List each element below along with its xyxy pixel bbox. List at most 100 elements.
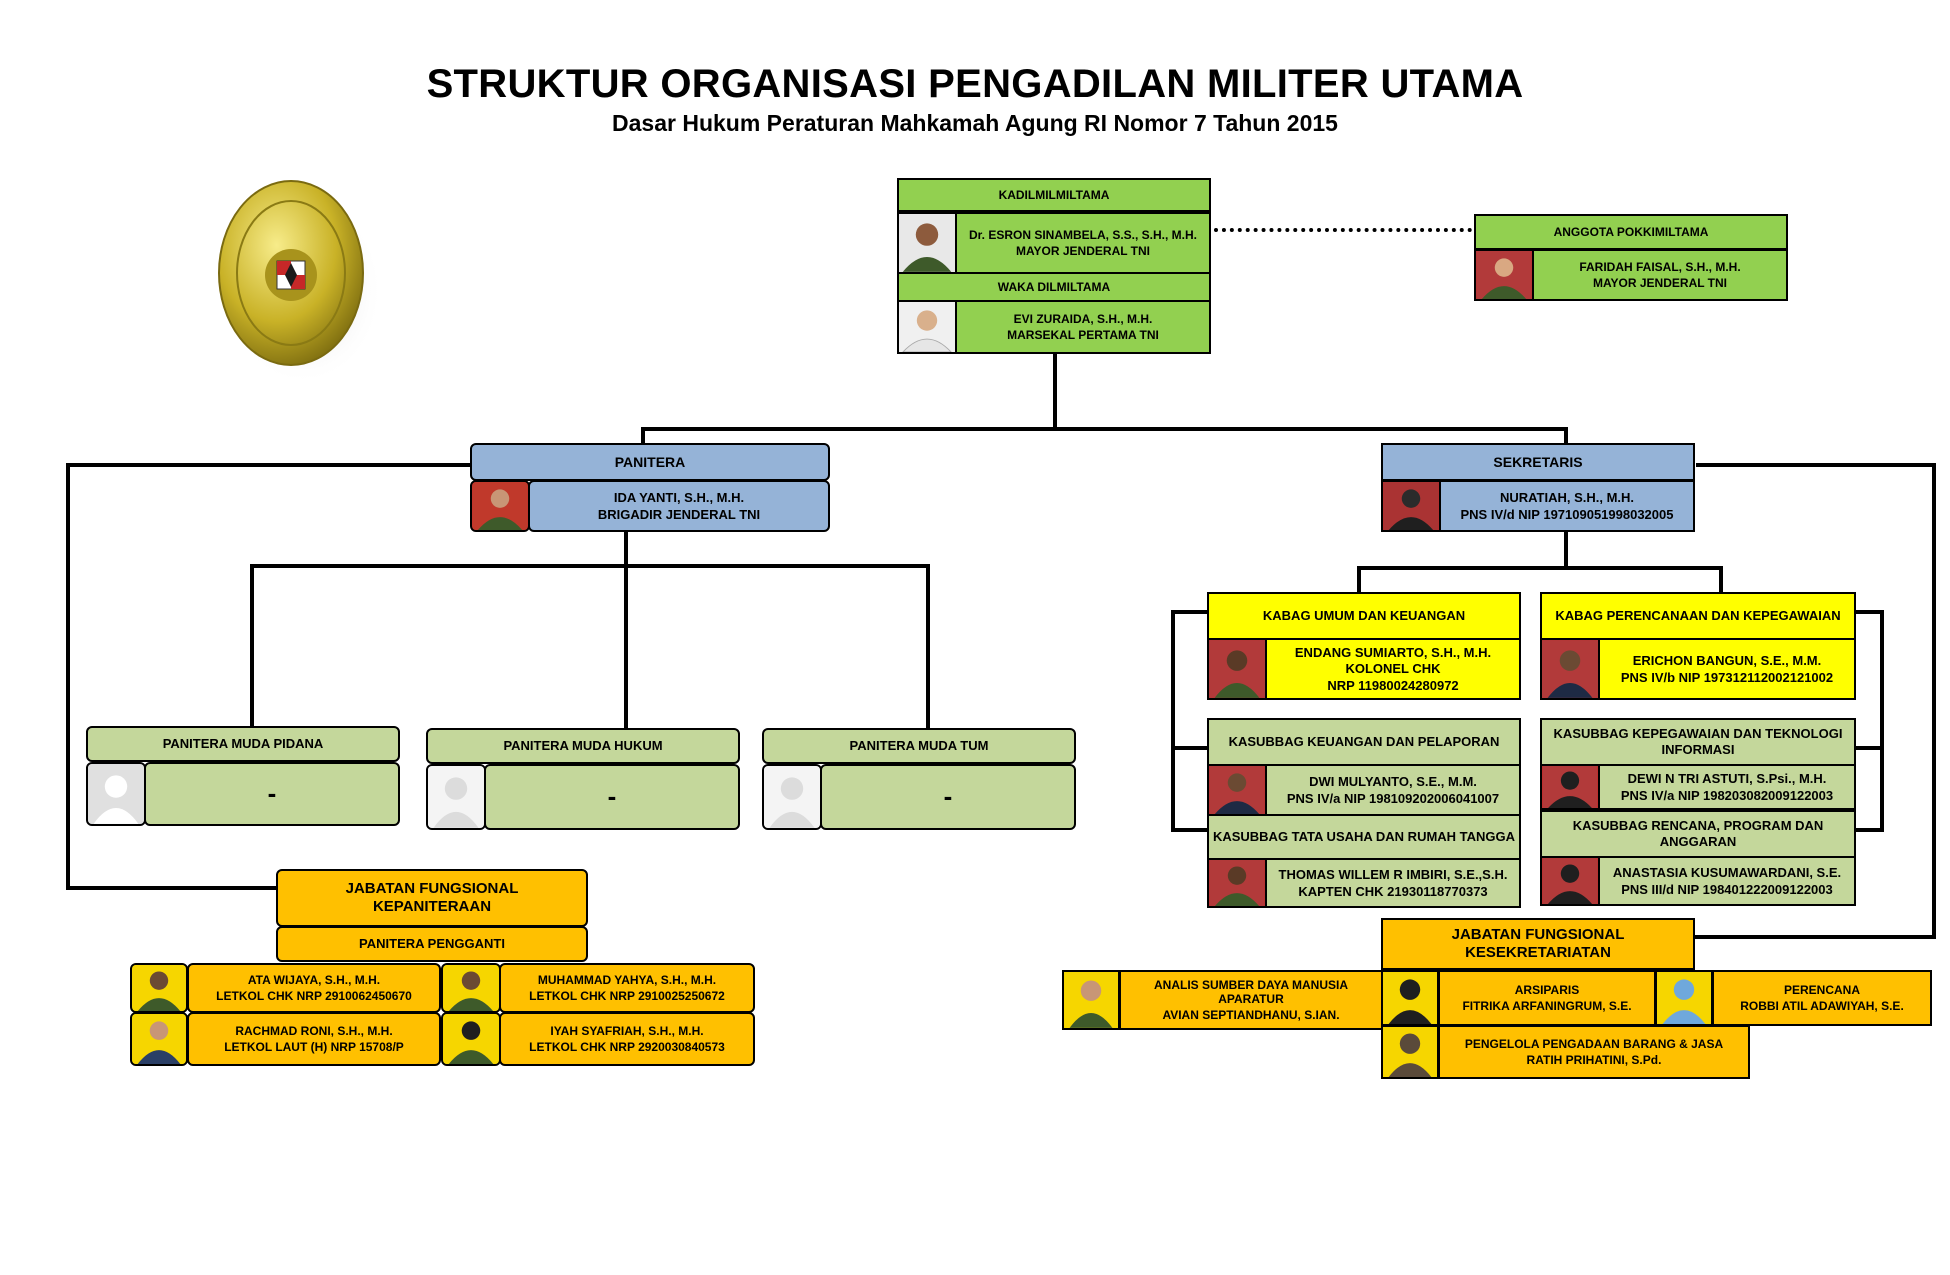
jf-member-photo [1062,970,1120,1030]
kasubbag-ren-photo [1540,856,1600,906]
panitera-name: IDA YANTI, S.H., M.H. [613,489,745,505]
jf-member-photo [441,1012,501,1066]
jf-kepaniteraan-header: JABATAN FUNGSIONAL KEPANITERAAN [276,869,588,927]
kasubbag-ren-name: ANASTASIA KUSUMAWARDANI, S.E. [1612,864,1842,880]
member-name: MUHAMMAD YAHYA, S.H., M.H. [537,973,717,988]
member-name: IYAH SYAFRIAH, S.H., M.H. [550,1024,704,1039]
connector [1171,610,1207,614]
kasubbag-tu-name: THOMAS WILLEM R IMBIRI, S.E.,S.H. [1278,866,1508,882]
connector [641,427,645,445]
kasubbag-peg-rank: PNS IV/a NIP 198203082009122003 [1620,787,1834,803]
kasubbag-keu-rank: PNS IV/a NIP 198109202006041007 [1286,790,1500,806]
panmud-tum-photo [762,764,822,830]
connector [66,463,470,467]
connector [1696,463,1936,467]
sekretaris-photo [1381,480,1441,532]
kasubbag-keu-photo [1207,764,1267,816]
connector [1854,746,1884,750]
member-name: ROBBI ATIL ADAWIYAH, S.E. [1740,998,1904,1013]
jf-kesekretariatan-header: JABATAN FUNGSIONAL KESEKRETARIATAN [1381,918,1695,970]
waka-header: WAKA DILMILTAMA [897,272,1211,302]
member-role: PENGELOLA PENGADAAN BARANG & JASA [1464,1037,1724,1052]
kasubbag-tu-rank: KAPTEN CHK 21930118770373 [1298,883,1488,899]
member-name: ATA WIJAYA, S.H., M.H. [247,973,381,988]
member-rank: LETKOL CHK NRP 2910025250672 [529,988,725,1003]
pokki-link [1214,228,1472,232]
connector [1854,610,1884,614]
connector [1357,566,1361,592]
kadil-info: Dr. ESRON SINAMBELA, S.S., S.H., M.H.MAY… [955,212,1211,274]
member-name: AVIAN SEPTIANDHANU, S.IAN. [1162,1007,1340,1022]
jf-kepaniteraan-member: IYAH SYAFRIAH, S.H., M.H.LETKOL CHK NRP … [499,1012,755,1066]
connector [66,886,276,890]
kadil-rank: MAYOR JENDERAL TNI [1015,243,1151,258]
panitera-info: IDA YANTI, S.H., M.H.BRIGADIR JENDERAL T… [528,480,830,532]
panitera-photo [470,480,530,532]
panmud-tum-header: PANITERA MUDA TUM [762,728,1076,764]
connector [1564,530,1568,568]
kasubbag-keu-info: DWI MULYANTO, S.E., M.M.PNS IV/a NIP 198… [1265,764,1521,816]
kabag-umum-photo [1207,638,1267,700]
kabag-rencana-name: ERICHON BANGUN, S.E., M.M. [1632,652,1822,668]
jf-kepaniteraan-sub: PANITERA PENGGANTI [276,926,588,962]
kabag-rencana-photo [1540,638,1600,700]
connector [926,564,930,728]
panmud-pidana-header: PANITERA MUDA PIDANA [86,726,400,762]
connector [624,564,628,728]
kasubbag-tu-header: KASUBBAG TATA USAHA DAN RUMAH TANGGA [1207,814,1521,860]
kabag-umum-header: KABAG UMUM DAN KEUANGAN [1207,592,1521,640]
kadil-photo [897,212,957,274]
kasubbag-tu-photo [1207,858,1267,908]
connector [66,463,70,890]
kabag-umum-name: ENDANG SUMIARTO, S.H., M.H. [1294,644,1492,660]
connector [250,564,254,726]
kabag-rencana-rank: PNS IV/b NIP 197312112002121002 [1620,669,1834,685]
panmud-hukum-value: - [484,764,740,830]
kasubbag-peg-info: DEWI N TRI ASTUTI, S.Psi., M.H.PNS IV/a … [1598,764,1856,810]
panitera-rank: BRIGADIR JENDERAL TNI [597,506,761,522]
jf-member-photo [1381,1025,1439,1079]
connector [624,530,628,565]
pokki-info: FARIDAH FAISAL, S.H., M.H.MAYOR JENDERAL… [1532,249,1788,301]
connector [1854,828,1884,832]
connector [1880,610,1884,832]
member-role: PERENCANA [1783,983,1860,998]
kasubbag-peg-name: DEWI N TRI ASTUTI, S.Psi., M.H. [1627,770,1827,786]
pokki-photo [1474,249,1534,301]
connector [1719,566,1723,592]
jf-kepaniteraan-member: MUHAMMAD YAHYA, S.H., M.H.LETKOL CHK NRP… [499,963,755,1013]
sekretaris-rank: PNS IV/d NIP 197109051998032005 [1460,506,1674,522]
connector [1053,354,1057,429]
panmud-tum-value: - [820,764,1076,830]
court-seal-icon [205,165,385,385]
panmud-pidana-photo [86,762,146,826]
kasubbag-keu-header: KASUBBAG KEUANGAN DAN PELAPORAN [1207,718,1521,766]
connector [1694,935,1936,939]
kasubbag-ren-header: KASUBBAG RENCANA, PROGRAM DAN ANGGARAN [1540,810,1856,858]
kasubbag-tu-info: THOMAS WILLEM R IMBIRI, S.E.,S.H.KAPTEN … [1265,858,1521,908]
member-name: FITRIKA ARFANINGRUM, S.E. [1462,998,1632,1013]
panmud-pidana-value: - [144,762,400,826]
jf-kepaniteraan-member: RACHMAD RONI, S.H., M.H.LETKOL LAUT (H) … [187,1012,441,1066]
connector [1932,463,1936,939]
waka-name: EVI ZURAIDA, S.H., M.H. [1013,312,1153,327]
kasubbag-keu-name: DWI MULYANTO, S.E., M.M. [1309,773,1477,789]
jf-kepaniteraan-member: ATA WIJAYA, S.H., M.H.LETKOL CHK NRP 291… [187,963,441,1013]
member-name: RATIH PRIHATINI, S.Pd. [1526,1052,1662,1067]
member-rank: LETKOL CHK NRP 2920030840573 [529,1039,725,1054]
pokki-header: ANGGOTA POKKIMILTAMA [1474,214,1788,250]
kasubbag-ren-info: ANASTASIA KUSUMAWARDANI, S.E.PNS III/d N… [1598,856,1856,906]
waka-photo [897,300,957,354]
member-role: ARSIPARIS [1514,983,1580,998]
jf-member-photo [130,963,188,1013]
jf-member-photo [441,963,501,1013]
connector [1171,610,1175,832]
member-rank: LETKOL LAUT (H) NRP 15708/P [224,1039,404,1054]
waka-rank: MARSEKAL PERTAMA TNI [1007,327,1159,342]
jf-member-photo [130,1012,188,1066]
kadil-header: KADILMILMILTAMA [897,178,1211,212]
connector [1564,427,1568,445]
